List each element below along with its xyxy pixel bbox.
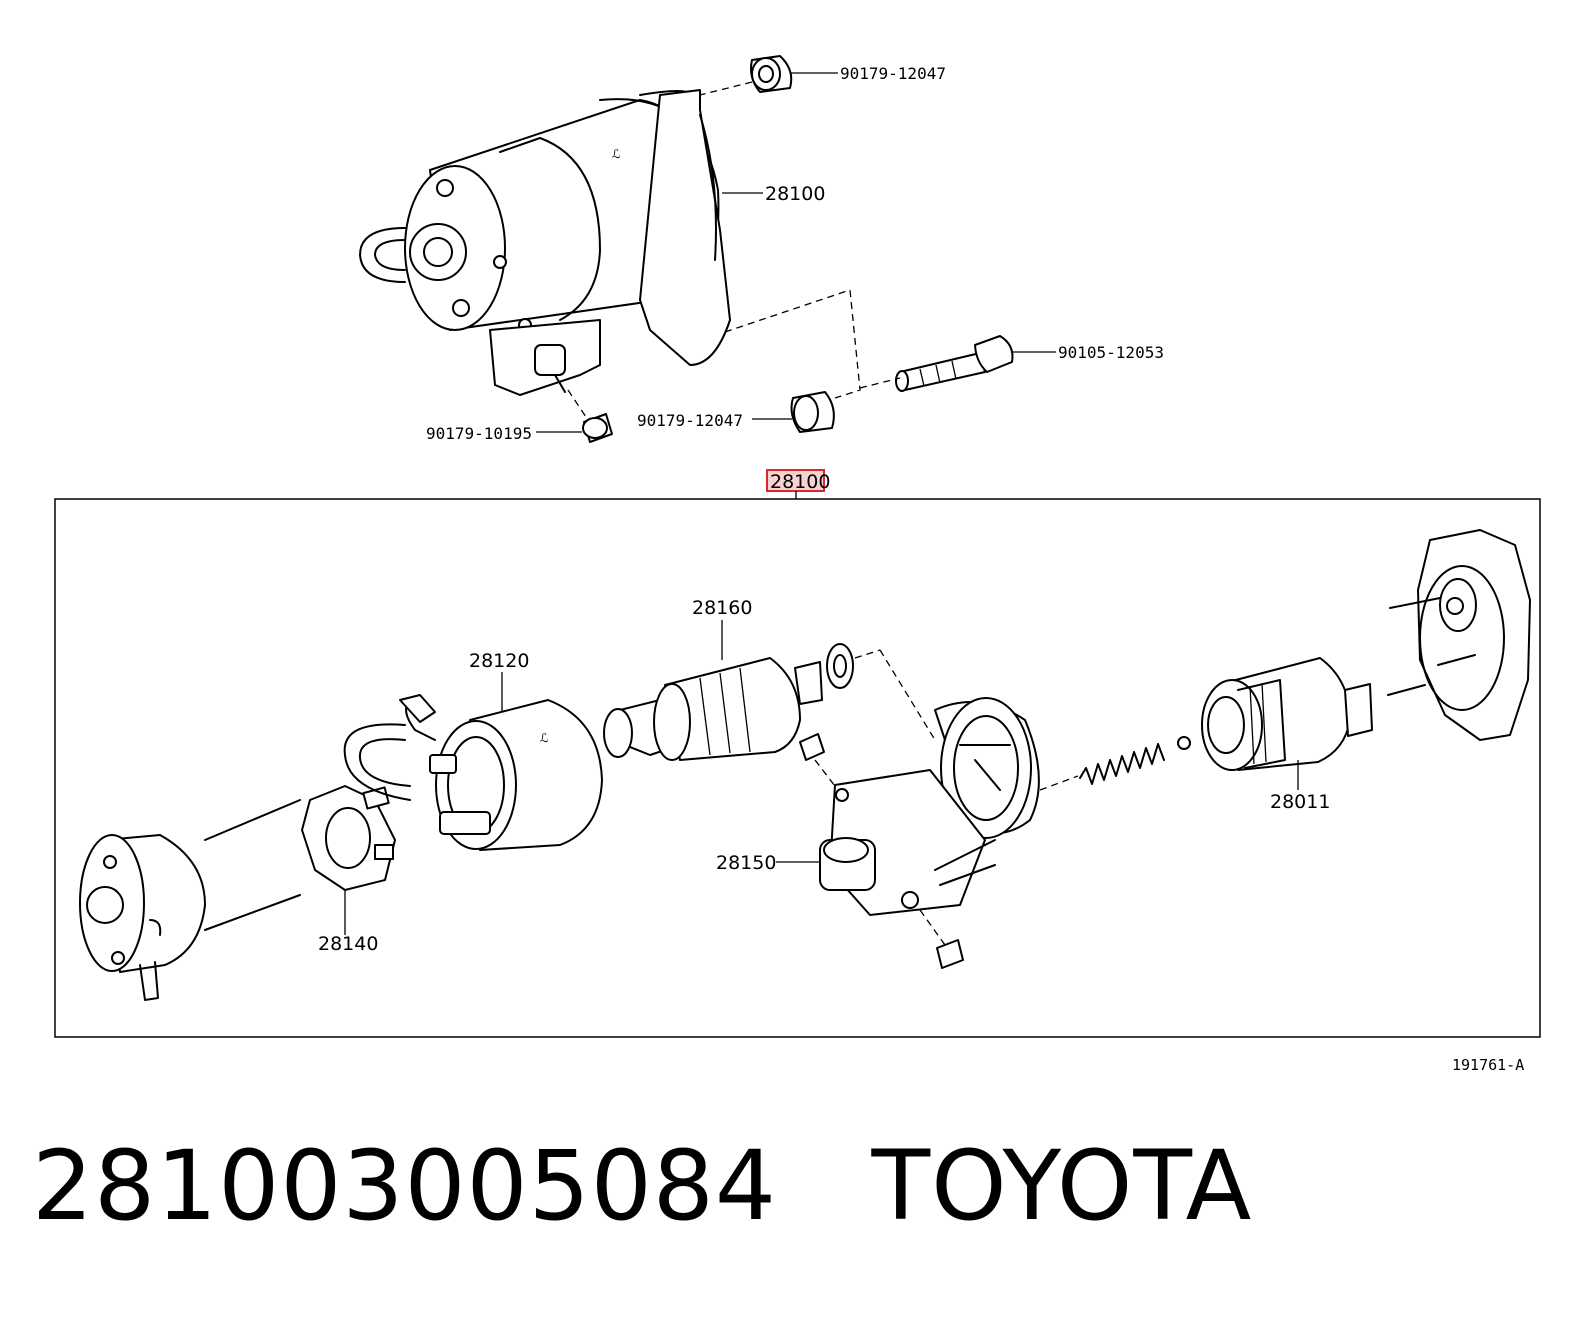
part-label-90179-12047-bottom: 90179-12047 (637, 411, 743, 430)
nut-icon (582, 413, 613, 443)
svg-text:ℒ: ℒ (612, 147, 621, 161)
exploded-view-frame (54, 498, 1541, 1038)
part-label-28160: 28160 (692, 597, 752, 619)
part-label-28100-top: 28100 (765, 183, 825, 205)
caption: 281003005084 TOYOTA (32, 1138, 1252, 1234)
part-label-28011: 28011 (1270, 791, 1330, 813)
bushing-icon (750, 55, 793, 93)
reference-code: 191761-A (1452, 1056, 1524, 1074)
bolt-icon (895, 335, 1014, 392)
drive-housing-illustration (819, 697, 1040, 916)
drive-end-frame-illustration (1387, 529, 1531, 741)
field-frame-illustration: ℒ (343, 694, 603, 851)
end-cover-illustration (79, 799, 301, 1001)
clutch-pinion-illustration (1201, 657, 1373, 771)
ball-icon (1177, 736, 1191, 750)
part-label-28140: 28140 (318, 933, 378, 955)
nut-icon (936, 939, 964, 969)
bushing-icon (790, 391, 835, 433)
caption-brand: TOYOTA (871, 1130, 1253, 1242)
part-label-28120: 28120 (469, 650, 529, 672)
part-label-28150: 28150 (716, 852, 776, 874)
washer-icon (826, 643, 854, 689)
armature-illustration (603, 657, 823, 761)
part-label-90179-12047-top: 90179-12047 (840, 64, 946, 83)
nut-icon (799, 733, 825, 761)
starter-assembly-illustration: ℒ (359, 89, 731, 396)
part-label-28100-highlighted[interactable]: 28100 (770, 471, 830, 493)
part-label-90179-10195: 90179-10195 (426, 424, 532, 443)
brush-holder-illustration (301, 785, 396, 891)
svg-text:ℒ: ℒ (540, 731, 549, 745)
spring-icon (1079, 743, 1165, 785)
part-label-90105-12053: 90105-12053 (1058, 343, 1164, 362)
caption-part-number: 281003005084 (32, 1130, 777, 1242)
